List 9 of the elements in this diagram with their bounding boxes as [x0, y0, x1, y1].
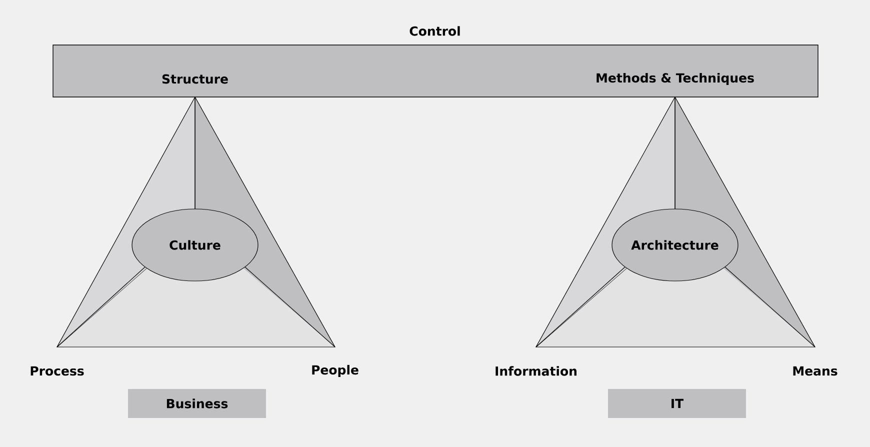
- corner-label: People: [312, 364, 358, 378]
- apex-label: Methods & Techniques: [596, 72, 754, 86]
- category-box: IT: [608, 389, 746, 418]
- category-box: Business: [128, 389, 266, 418]
- apex-label: Structure: [162, 74, 228, 84]
- corner-label: Process: [30, 366, 84, 376]
- corner-label: Information: [496, 366, 576, 376]
- corner-label: Means: [793, 366, 838, 376]
- bar-heading: Control: [410, 26, 460, 36]
